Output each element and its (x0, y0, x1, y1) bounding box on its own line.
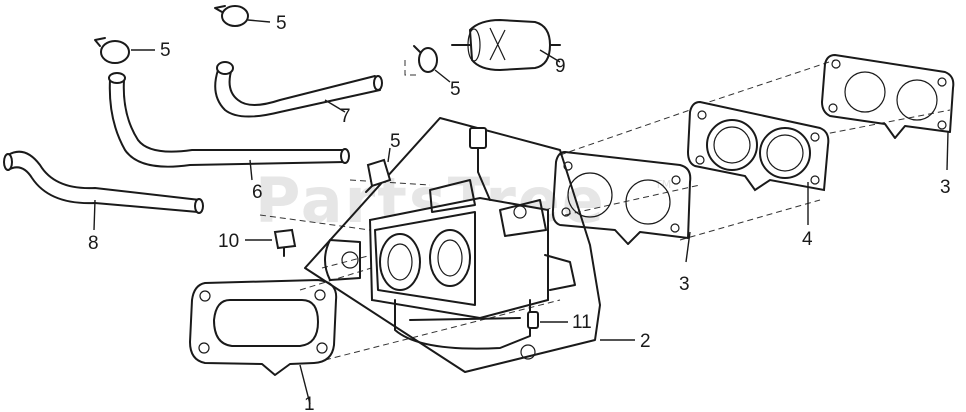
gasket-part-1[interactable] (189, 279, 338, 376)
hose-clamp-part-5[interactable] (365, 158, 392, 193)
callout-6: 6 (252, 182, 263, 203)
hose-clamp-part-5[interactable] (214, 5, 249, 27)
hose-clamp-part-5[interactable] (413, 45, 438, 73)
callout-2: 2 (640, 331, 651, 352)
fuel-hose-part-7[interactable] (214, 61, 383, 118)
callout-7: 7 (340, 106, 351, 127)
gasket-part-3-front[interactable] (551, 151, 692, 245)
callout-9: 9 (555, 56, 566, 77)
callout-5-clamp-carb: 5 (390, 131, 401, 152)
callout-3-rear: 3 (940, 177, 951, 198)
callouts: 1 2 3 3 4 5 5 5 5 6 7 8 9 10 11 (88, 13, 951, 412)
gasket-part-3-rear[interactable] (821, 54, 955, 139)
callout-3-front: 3 (679, 274, 690, 295)
fitting-part-10[interactable] (273, 228, 297, 257)
callout-10: 10 (218, 231, 239, 252)
callout-8: 8 (88, 233, 99, 254)
watermark-trademark: TM (654, 178, 671, 191)
hose-clamp-part-5[interactable] (94, 37, 130, 64)
callout-5-clamp-left: 5 (160, 40, 171, 61)
fuel-hose-part-6[interactable] (108, 72, 350, 168)
fuel-hose-part-8[interactable] (3, 150, 204, 214)
callout-4: 4 (802, 229, 813, 250)
carburetor-part-2[interactable] (304, 117, 601, 373)
callout-11: 11 (572, 312, 592, 333)
leader-lines (93, 19, 949, 405)
screw-part-11[interactable] (527, 311, 539, 329)
fuel-filter-part-9[interactable] (451, 18, 561, 72)
spacer-part-4[interactable] (686, 100, 830, 192)
callout-5-clamp-filter: 5 (450, 79, 461, 100)
callout-1: 1 (304, 394, 315, 412)
callout-5-clamp-top: 5 (276, 13, 287, 34)
